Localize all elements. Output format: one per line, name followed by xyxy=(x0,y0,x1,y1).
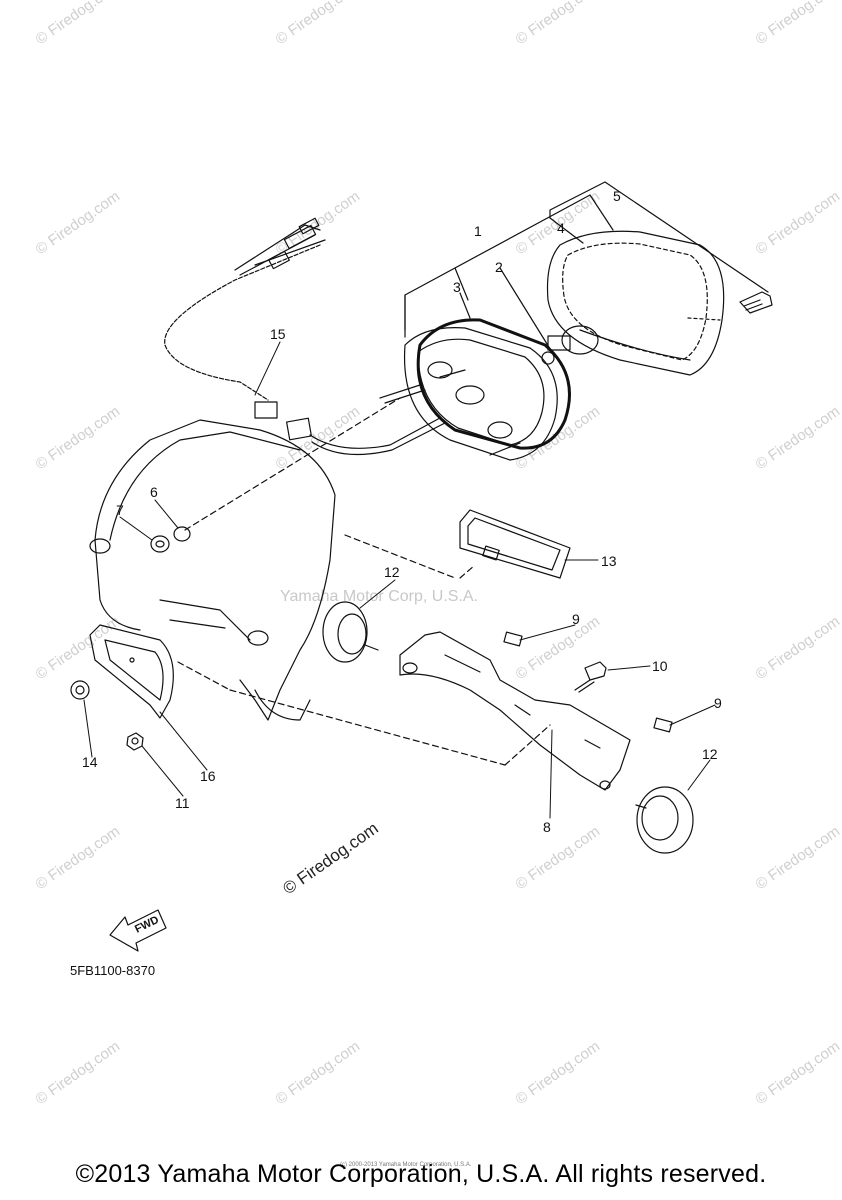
watermark: © Firedog.com xyxy=(33,1038,124,1108)
callout-13: 13 xyxy=(601,553,617,569)
watermark: © Firedog.com xyxy=(753,823,842,893)
callout-9a: 9 xyxy=(572,611,580,627)
nut-14 xyxy=(70,680,90,700)
watermark: © Firedog.com xyxy=(273,0,364,48)
license-light xyxy=(459,509,571,579)
nut-11 xyxy=(126,732,144,751)
rear-fender xyxy=(89,419,336,721)
callout-16: 16 xyxy=(200,768,216,784)
center-watermark: © Firedog.com xyxy=(279,819,381,899)
plate-bracket xyxy=(89,624,174,719)
wiring-harness xyxy=(164,217,446,456)
callout-8: 8 xyxy=(543,819,551,835)
pad-lower xyxy=(653,717,673,733)
washer xyxy=(173,526,191,542)
gasket xyxy=(416,318,571,450)
watermark-layer: © Firedog.com © Firedog.com © Firedog.co… xyxy=(33,0,842,1108)
watermark: © Firedog.com xyxy=(33,613,124,683)
watermark: © Firedog.com xyxy=(33,188,124,258)
watermark: © Firedog.com xyxy=(513,613,604,683)
callout-4: 4 xyxy=(557,220,565,236)
license-bracket xyxy=(399,631,631,791)
bulb xyxy=(541,325,599,365)
callout-labels: 1 2 3 4 5 6 7 8 9 9 10 11 12 12 13 14 15… xyxy=(82,188,722,835)
callout-12b: 12 xyxy=(702,746,718,762)
pad-upper xyxy=(503,631,523,647)
fwd-arrow-icon xyxy=(109,909,167,952)
callout-9b: 9 xyxy=(714,695,722,711)
yamaha-stamp: Yamaha Motor Corp, U.S.A. xyxy=(280,588,478,605)
leader-lines xyxy=(83,341,716,819)
watermark: © Firedog.com xyxy=(513,0,604,48)
callout-2: 2 xyxy=(495,259,503,275)
callout-11: 11 xyxy=(175,795,190,811)
assembly-bracket-lines xyxy=(404,181,769,353)
bracket-bolt xyxy=(574,661,607,693)
callout-12a: 12 xyxy=(384,564,400,580)
watermark: © Firedog.com xyxy=(753,0,842,48)
reflector-right xyxy=(635,786,694,854)
watermark: © Firedog.com xyxy=(273,403,364,473)
callout-15: 15 xyxy=(270,326,286,342)
watermark: © Firedog.com xyxy=(753,403,842,473)
grommet xyxy=(150,535,170,553)
watermark: © Firedog.com xyxy=(513,1038,604,1108)
watermark: © Firedog.com xyxy=(753,613,842,683)
watermark: © Firedog.com xyxy=(33,0,124,48)
tail-lens xyxy=(546,230,725,376)
watermark: © Firedog.com xyxy=(33,823,124,893)
watermark: © Firedog.com xyxy=(273,1038,364,1108)
assembly-guide-lines xyxy=(177,397,551,766)
watermark: © Firedog.com xyxy=(513,823,604,893)
reflector-left xyxy=(322,601,379,663)
callout-5: 5 xyxy=(613,188,621,204)
callout-10: 10 xyxy=(652,658,668,674)
watermark: © Firedog.com xyxy=(753,188,842,258)
callout-7: 7 xyxy=(116,502,124,518)
watermark: © Firedog.com xyxy=(753,1038,842,1108)
diagram-code: 5FB1100-8370 xyxy=(70,963,155,978)
tiny-notice: (c) 2000-2013 Yamaha Motor Corporation, … xyxy=(340,1162,472,1168)
callout-1: 1 xyxy=(474,223,482,239)
lens-screw xyxy=(739,291,773,314)
copyright-notice: ©2013 Yamaha Motor Corporation, U.S.A. A… xyxy=(75,1160,767,1188)
callout-3: 3 xyxy=(453,279,461,295)
watermark: © Firedog.com xyxy=(33,403,124,473)
callout-14: 14 xyxy=(82,754,98,770)
callout-6: 6 xyxy=(150,484,158,500)
taillight-housing xyxy=(379,327,558,461)
